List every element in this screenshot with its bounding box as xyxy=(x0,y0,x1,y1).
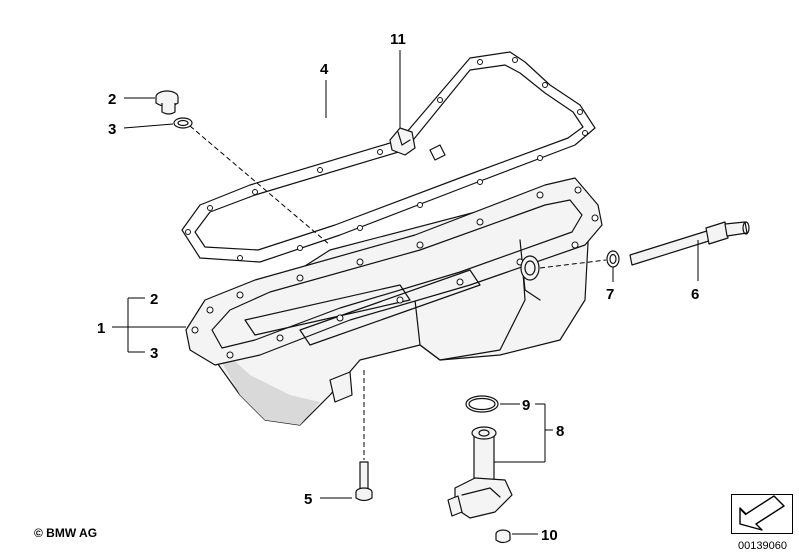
callout-3: 3 xyxy=(108,121,116,138)
oil-pan[interactable] xyxy=(185,144,603,426)
dipstick-o-ring[interactable] xyxy=(606,250,620,268)
callout-6: 6 xyxy=(691,286,699,303)
pan-bolt[interactable] xyxy=(355,461,373,502)
callout-2: 2 xyxy=(108,91,116,108)
sensor-o-ring[interactable] xyxy=(465,395,499,413)
drain-plug-seal[interactable] xyxy=(173,117,193,129)
leader-lines xyxy=(112,50,699,535)
oil-level-sensor[interactable] xyxy=(447,426,513,519)
arrow-down-left-icon xyxy=(739,495,785,531)
oil-pan-gasket[interactable] xyxy=(181,51,596,263)
callout-8: 8 xyxy=(556,423,564,440)
callout-3-bracket: 3 xyxy=(150,345,158,362)
callout-2-bracket: 2 xyxy=(150,291,158,308)
callout-9: 9 xyxy=(522,397,530,414)
callout-1: 1 xyxy=(97,320,105,337)
copyright-text: © BMW AG xyxy=(34,526,98,540)
callout-7: 7 xyxy=(606,286,614,303)
callout-11: 11 xyxy=(390,31,406,48)
callout-10: 10 xyxy=(541,527,558,544)
figure-id: 00139060 xyxy=(738,540,787,552)
sensor-screw[interactable] xyxy=(495,529,511,544)
callout-5: 5 xyxy=(304,491,312,508)
sensor-clip[interactable] xyxy=(389,127,416,156)
drain-plug[interactable] xyxy=(155,90,179,115)
nav-arrow-button[interactable] xyxy=(731,494,793,534)
callout-4: 4 xyxy=(320,61,329,78)
dipstick-tube[interactable] xyxy=(629,221,750,266)
